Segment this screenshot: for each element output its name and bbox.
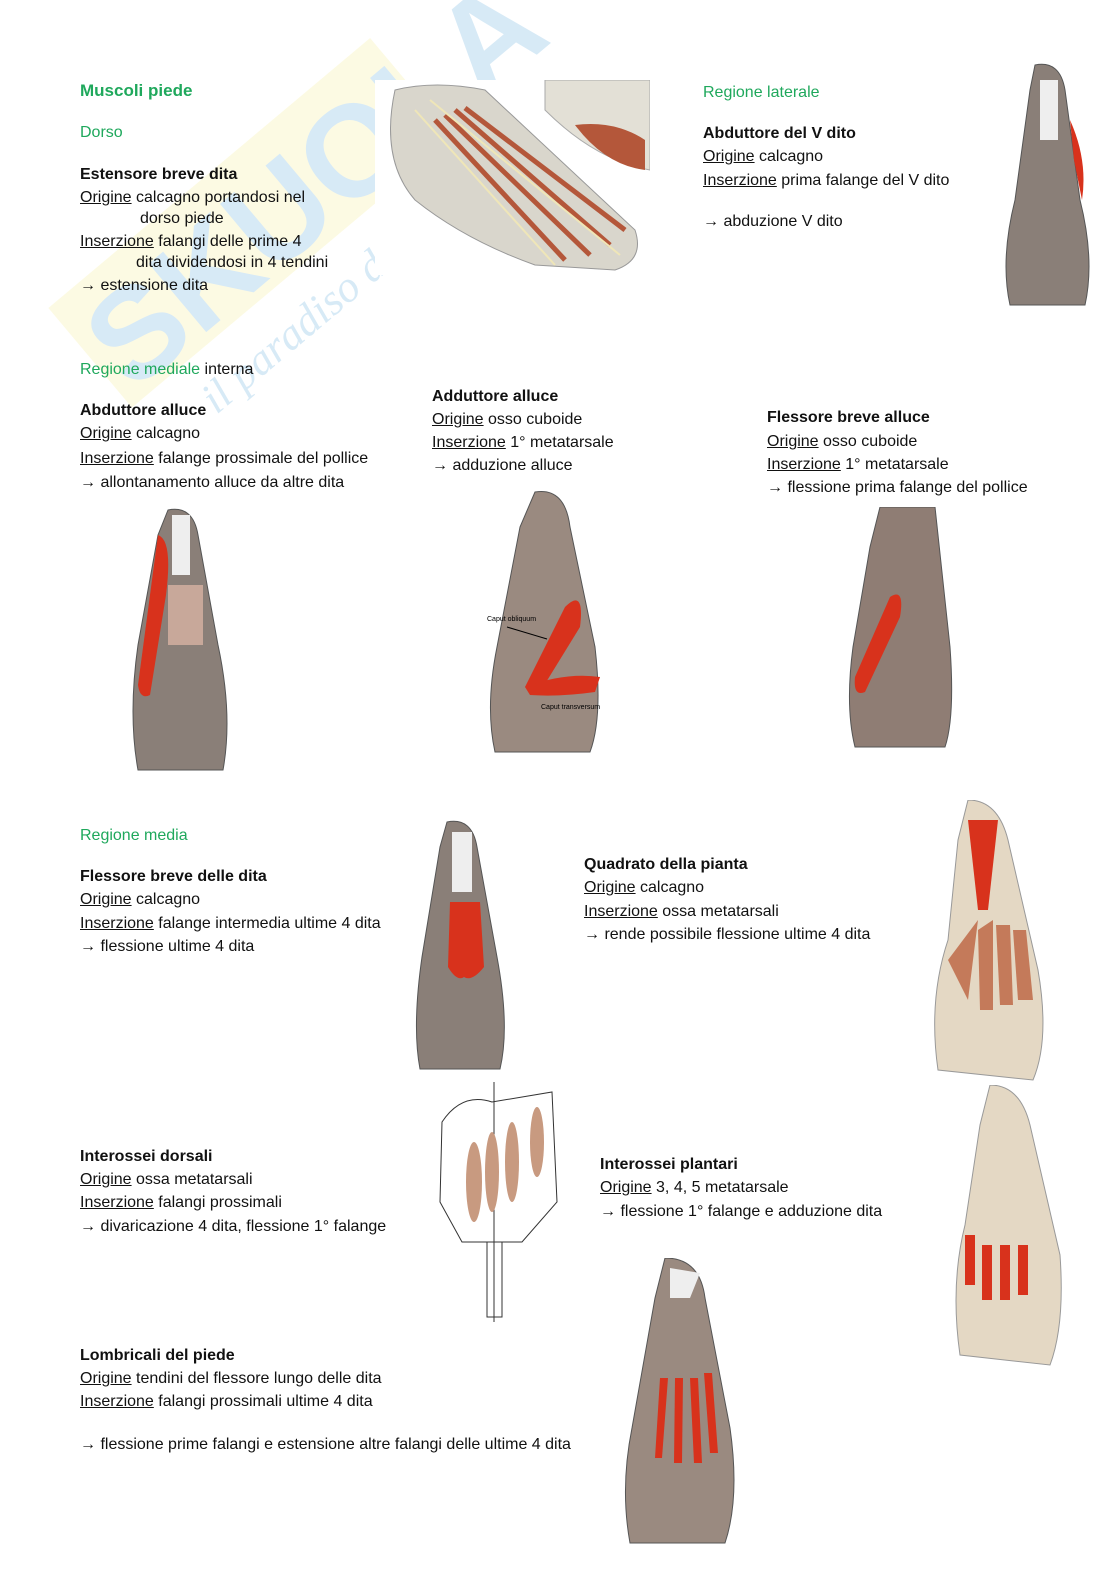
insertion-line: Inserzione falangi prossimali ultime 4 d… — [80, 1392, 373, 1412]
origin-label: Origine — [432, 411, 484, 428]
action-text: → abduzione V dito — [703, 213, 843, 230]
origin-text: osso cuboide — [823, 433, 918, 450]
origin-text: calcagno portandosi nel — [136, 189, 306, 206]
action-text: → divaricazione 4 dita, flessione 1° fal… — [80, 1218, 387, 1235]
origin-label: Origine — [703, 148, 755, 165]
action-text: → flessione 1° falange e adduzione dita — [600, 1203, 883, 1220]
origin-line: Origine osso cuboide — [767, 432, 917, 452]
muscle-name: Flessore breve delle dita — [80, 868, 267, 885]
heading-suffix: interna — [204, 361, 254, 378]
foot-dorsal-illustration — [375, 80, 650, 275]
muscle-name: Lombricali del piede — [80, 1347, 235, 1364]
foot-flexor-digitorum-brevis-illustration — [415, 820, 505, 1070]
muscle-name: Interossei dorsali — [80, 1148, 213, 1165]
origin-text: tendini del flessore lungo delle dita — [136, 1370, 382, 1387]
figure-label: Caput transversum — [541, 704, 600, 711]
heading-text: Regione mediale — [80, 361, 201, 378]
insertion-text: ossa metatarsali — [662, 903, 779, 920]
insertion-line: Inserzione ossa metatarsali — [584, 902, 779, 922]
insertion-text: falangi prossimali ultime 4 dita — [158, 1393, 373, 1410]
insertion-label: Inserzione — [432, 434, 506, 451]
origin-line: Origine ossa metatarsali — [80, 1170, 253, 1190]
foot-plantar-interossei-illustration — [955, 1085, 1062, 1366]
insertion-line: Inserzione prima falange del V dito — [703, 171, 949, 191]
muscle-name: Interossei plantari — [600, 1156, 738, 1173]
insertion-line: Inserzione falange intermedia ultime 4 d… — [80, 914, 381, 934]
page-title: Muscoli piede — [80, 81, 193, 100]
section-heading-media: Regione media — [80, 827, 188, 844]
muscle-name: Quadrato della pianta — [584, 856, 748, 873]
action-text: → adduzione alluce — [432, 457, 573, 474]
insertion-label: Inserzione — [80, 1194, 154, 1211]
origin-line: Origine calcagno portandosi nel — [80, 188, 305, 208]
origin-cont: dorso piede — [140, 210, 224, 227]
origin-label: Origine — [80, 891, 132, 908]
insertion-text: falangi prossimali — [158, 1194, 282, 1211]
origin-text: calcagno — [640, 879, 705, 896]
section-heading-laterale: Regione laterale — [703, 84, 820, 101]
origin-label: Origine — [80, 1171, 132, 1188]
origin-text: calcagno — [759, 148, 824, 165]
insertion-line: Inserzione falange prossimale del pollic… — [80, 449, 368, 469]
origin-line: Origine tendini del flessore lungo delle… — [80, 1369, 382, 1389]
muscle-name: Flessore breve alluce — [767, 409, 930, 426]
insertion-line: Inserzione 1° metatarsale — [432, 433, 614, 453]
origin-label: Origine — [80, 425, 132, 442]
muscle-name: Adduttore alluce — [432, 388, 559, 405]
foot-quadratus-plantae-illustration — [934, 800, 1044, 1081]
action-text: → estensione dita — [80, 277, 209, 294]
foot-flexor-hallucis-brevis-illustration — [848, 507, 953, 748]
muscle-name: Abduttore alluce — [80, 402, 207, 419]
insertion-label: Inserzione — [80, 450, 154, 467]
action-text: → flessione prime falangi e estensione a… — [80, 1436, 571, 1453]
insertion-label: Inserzione — [80, 233, 154, 250]
insertion-line: Inserzione 1° metatarsale — [767, 455, 949, 475]
origin-line: Origine calcagno — [584, 878, 704, 898]
action-text: → rende possibile flessione ultime 4 dit… — [584, 926, 871, 943]
foot-dorsal-interossei-illustration — [439, 1082, 558, 1322]
insertion-line: Inserzione falangi prossimali — [80, 1193, 282, 1213]
foot-adductor-hallucis-illustration: Caput obliquum Caput transversum — [487, 490, 600, 753]
origin-label: Origine — [80, 1370, 132, 1387]
section-heading-mediale: Regione mediale interna — [80, 360, 253, 380]
origin-text: 3, 4, 5 metatarsale — [656, 1179, 789, 1196]
foot-plantar-abductor-v-illustration — [1005, 63, 1090, 306]
origin-line: Origine calcagno — [80, 424, 200, 444]
origin-label: Origine — [600, 1179, 652, 1196]
insertion-label: Inserzione — [80, 1393, 154, 1410]
origin-line: Origine calcagno — [703, 147, 823, 167]
insertion-text: 1° metatarsale — [510, 434, 614, 451]
section-heading-dorso: Dorso — [80, 124, 123, 141]
insertion-line: Inserzione falangi delle prime 4 — [80, 232, 301, 252]
origin-text: osso cuboide — [488, 411, 583, 428]
insertion-label: Inserzione — [80, 915, 154, 932]
insertion-label: Inserzione — [703, 172, 777, 189]
insertion-label: Inserzione — [767, 456, 841, 473]
action-text: → flessione ultime 4 dita — [80, 938, 255, 955]
foot-abductor-hallucis-illustration — [132, 508, 228, 771]
muscle-name: Estensore breve dita — [80, 166, 238, 183]
insertion-text: falange intermedia ultime 4 dita — [158, 915, 381, 932]
insertion-text: falangi delle prime 4 — [158, 233, 302, 250]
origin-line: Origine osso cuboide — [432, 410, 582, 430]
origin-text: calcagno — [136, 891, 201, 908]
origin-text: ossa metatarsali — [136, 1171, 253, 1188]
insertion-label: Inserzione — [584, 903, 658, 920]
origin-line: Origine calcagno — [80, 890, 200, 910]
foot-lumbricals-illustration — [624, 1258, 735, 1544]
insertion-text: prima falange del V dito — [781, 172, 950, 189]
origin-line: Origine 3, 4, 5 metatarsale — [600, 1178, 789, 1198]
insertion-text: 1° metatarsale — [845, 456, 949, 473]
figure-label: Caput obliquum — [487, 616, 536, 623]
action-text: → flessione prima falange del pollice — [767, 479, 1028, 496]
origin-text: calcagno — [136, 425, 201, 442]
origin-label: Origine — [584, 879, 636, 896]
insertion-text: falange prossimale del pollice — [158, 450, 369, 467]
muscle-name: Abduttore del V dito — [703, 125, 856, 142]
action-text: → allontanamento alluce da altre dita — [80, 474, 345, 491]
origin-label: Origine — [80, 189, 132, 206]
insertion-cont: dita dividendosi in 4 tendini — [136, 254, 329, 271]
origin-label: Origine — [767, 433, 819, 450]
